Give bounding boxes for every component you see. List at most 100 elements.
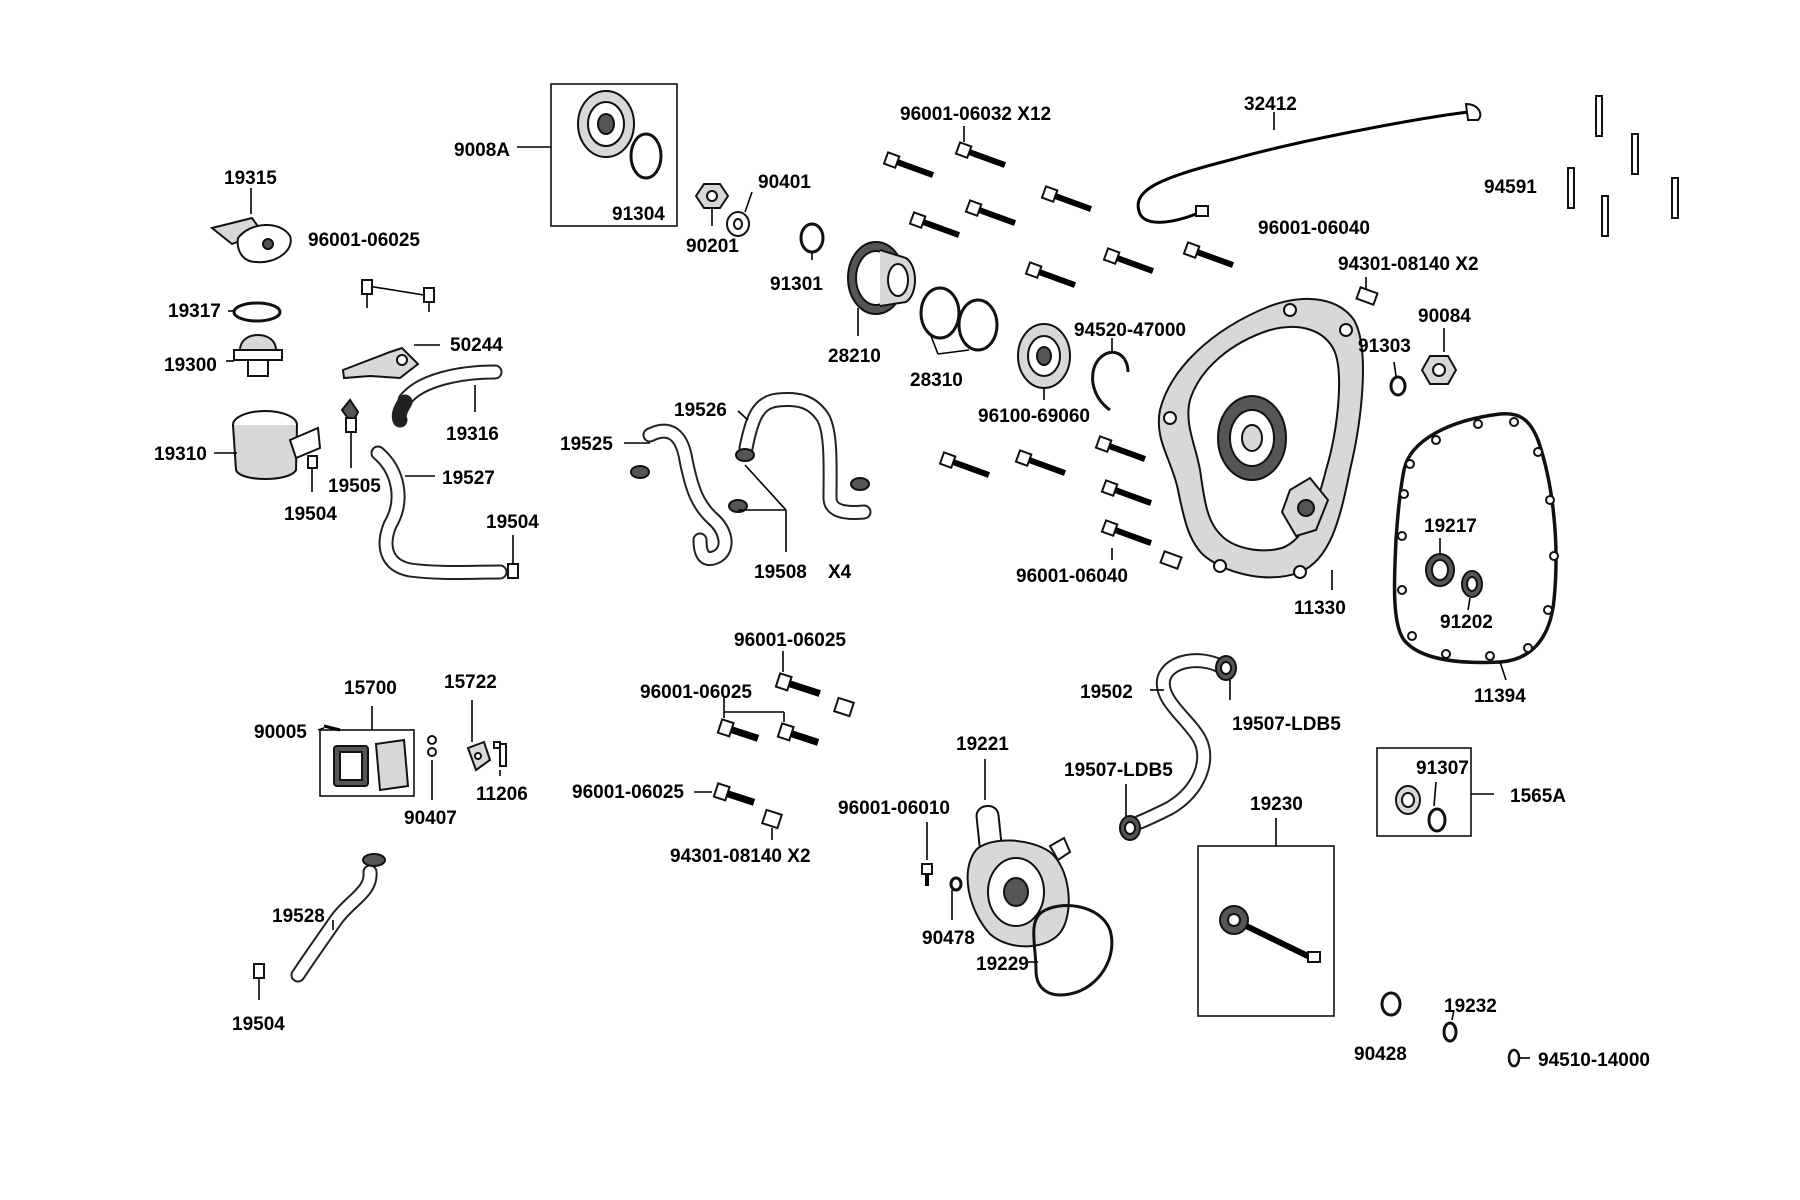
oring-1565a [1427,807,1447,833]
impeller-shaft-19230 [1219,905,1321,963]
label-19502: 19502 [1080,682,1133,703]
label-19504: 19504 [486,512,539,533]
label-19504: 19504 [284,504,337,525]
label-19229: 19229 [976,954,1029,975]
label-94591: 94591 [1484,177,1537,198]
circlip-94520-47000 [1091,350,1130,412]
bracket-50244 [341,346,420,380]
gasket-19229 [1032,904,1114,997]
label-90005: 90005 [254,722,307,743]
label-91304: 91304 [612,204,665,225]
label-28310: 28310 [910,370,963,391]
kit-box-15700 [319,729,415,797]
label-11330: 11330 [1294,598,1346,619]
bracket-15722 [466,740,492,772]
dowel-94301-08140-d [832,696,856,718]
label-94520-47000: 94520-47000 [1074,320,1186,341]
label-19217: 19217 [1424,516,1477,537]
thermostat-cover-19315 [209,216,292,264]
label-19230: 19230 [1250,794,1303,815]
label-19310: 19310 [154,444,207,465]
label-28210: 28210 [828,346,881,367]
cable-32412 [1136,110,1469,224]
bearing-96100-69060 [1017,323,1071,389]
clamp-19507-ldb5-a [1215,655,1237,681]
label-1565a: 1565A [1510,786,1566,807]
ring-94510-14000 [1507,1048,1530,1068]
label-19527: 19527 [442,468,495,489]
label-32412: 32412 [1244,94,1297,115]
label-19526: 19526 [674,400,727,421]
label-90084: 90084 [1418,306,1471,327]
oring-19317 [232,301,282,323]
label-19507-ldb5: 19507-LDB5 [1064,760,1173,781]
label-96001-06025: 96001-06025 [572,782,684,803]
kit-box-19230 [1197,845,1335,1017]
label-11394: 11394 [1474,686,1526,707]
label-19505: 19505 [328,476,381,497]
nut-90201 [694,183,730,209]
label-96001-06025: 96001-06025 [640,682,752,703]
seal-91202 [1461,570,1483,598]
bolt-96001-06025-a [361,279,435,312]
bolt-96001-06010 [921,863,933,886]
bolt-96001-06025-c2 [776,722,820,746]
ring-91301 [799,222,825,254]
oring-28310-b [957,298,999,352]
label-19315: 19315 [224,168,277,189]
label-91303: 91303 [1358,336,1411,357]
label-90407: 90407 [404,808,457,829]
label-91307: 91307 [1416,758,1469,779]
label-90478: 90478 [922,928,975,949]
label-94301-08140: 94301-08140 X2 [1338,254,1479,275]
bearing-9008a [577,90,635,158]
label-91202: 91202 [1440,612,1493,633]
clips-94591 [1567,95,1679,237]
ring-90478 [949,876,963,892]
label-96001-06010: 96001-06010 [838,798,950,819]
kit-box-9008a [550,83,678,227]
oring-28310-a [919,286,961,340]
label-19507-ldb5: 19507-LDB5 [1232,714,1341,735]
bolt-96001-06025-d [712,782,756,806]
label-19232: 19232 [1444,996,1497,1017]
label-19525: 19525 [560,434,613,455]
clamp-19505 [340,398,360,433]
gasket-holes [1397,417,1559,661]
bolt-96001-06025-c1 [716,718,760,742]
clamp-19507-ldb5-b [1119,815,1141,841]
cap-90084 [1420,355,1458,385]
washer-90401 [726,211,750,237]
hose-19526 [738,392,872,520]
seal-19217 [1425,553,1455,587]
label-19316: 19316 [446,424,499,445]
washer-90407 [427,735,437,757]
label-91301: 91301 [770,274,823,295]
label-96001-06040: 96001-06040 [1258,218,1370,239]
crankcase-cover-11330 [1157,298,1364,579]
label-90201: 90201 [686,236,739,257]
gasket-11394 [1392,411,1558,665]
clamp-19504-c [253,963,265,979]
clamp-19504-b [507,535,519,579]
clamp-19504-a [307,455,318,492]
label-90428: 90428 [1354,1044,1407,1065]
oring-91304 [629,132,663,180]
kit-box-1565a [1376,747,1472,837]
dowel-94301-08140-e [760,808,784,830]
clamp-19528 [362,853,386,867]
label-96001-06032: 96001-06032 X12 [900,104,1051,125]
thermostat-housing-19310 [232,410,322,480]
ring-19232 [1442,1021,1458,1043]
label-96001-06025: 96001-06025 [308,230,420,251]
label-19508: 19508 [754,562,807,583]
label-15700: 15700 [344,678,397,699]
water-pump-housing-19221 [966,804,1072,948]
plug-91307 [1395,785,1421,815]
label-x4: X4 [828,562,852,583]
label-19317: 19317 [168,301,221,322]
dowel-94301-08140-c [1159,550,1183,570]
label-19221: 19221 [956,734,1009,755]
label-94510-14000: 94510-14000 [1538,1050,1650,1071]
